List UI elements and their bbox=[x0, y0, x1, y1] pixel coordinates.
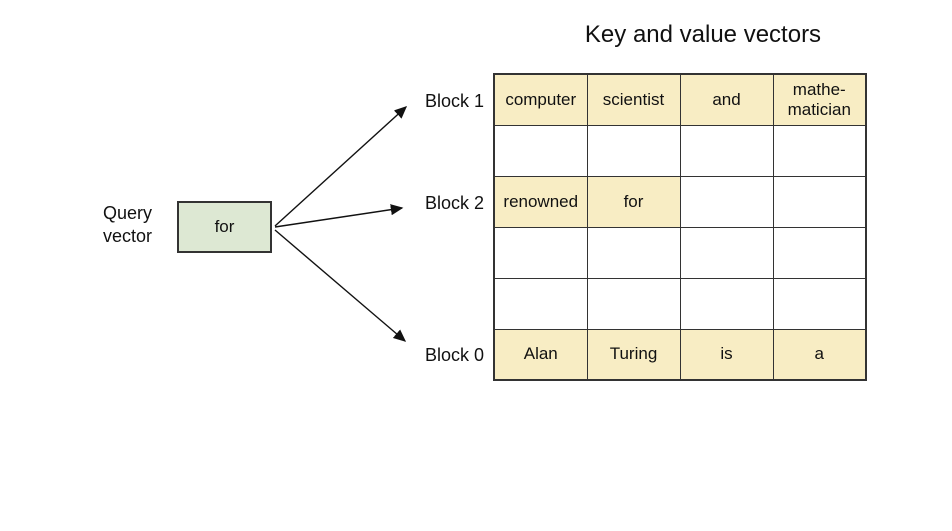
table-cell: a bbox=[772, 328, 867, 381]
query-vector-box: for bbox=[177, 201, 272, 253]
table-cell: Turing bbox=[586, 328, 681, 381]
table-cell: Alan bbox=[493, 328, 588, 381]
table-cell: and bbox=[679, 73, 774, 126]
table-row bbox=[493, 277, 867, 330]
table-cell bbox=[586, 226, 681, 279]
table-cell: for bbox=[586, 175, 681, 228]
table-cell bbox=[586, 277, 681, 330]
table-cell bbox=[493, 277, 588, 330]
query-vector-box-text: for bbox=[214, 217, 235, 236]
table-cell bbox=[679, 277, 774, 330]
block-0-label: Block 0 bbox=[424, 345, 484, 365]
table-row bbox=[493, 124, 867, 177]
table-cell bbox=[679, 226, 774, 279]
table-cell: is bbox=[679, 328, 774, 381]
table-cell: scientist bbox=[586, 73, 681, 126]
block-1-label: Block 1 bbox=[424, 91, 484, 111]
arrow-to-block-0 bbox=[274, 229, 407, 342]
table-cell: mathe- matician bbox=[772, 73, 867, 126]
table-cell bbox=[772, 226, 867, 279]
table-cell bbox=[493, 124, 588, 177]
arrow-to-block-1 bbox=[274, 106, 408, 227]
table-row bbox=[493, 226, 867, 279]
table-cell bbox=[679, 124, 774, 177]
table-cell bbox=[772, 124, 867, 177]
table-cell bbox=[493, 226, 588, 279]
query-vector-label: Query vector bbox=[103, 203, 153, 246]
table-cell bbox=[772, 277, 867, 330]
table-cell: computer bbox=[493, 73, 588, 126]
table-cell bbox=[679, 175, 774, 228]
table-cell: renowned bbox=[493, 175, 588, 228]
block-2-label: Block 2 bbox=[424, 193, 484, 213]
arrow-to-block-2 bbox=[274, 204, 404, 228]
table-cell bbox=[586, 124, 681, 177]
diagram-title: Key and value vectors bbox=[584, 21, 822, 48]
table-cell bbox=[772, 175, 867, 228]
